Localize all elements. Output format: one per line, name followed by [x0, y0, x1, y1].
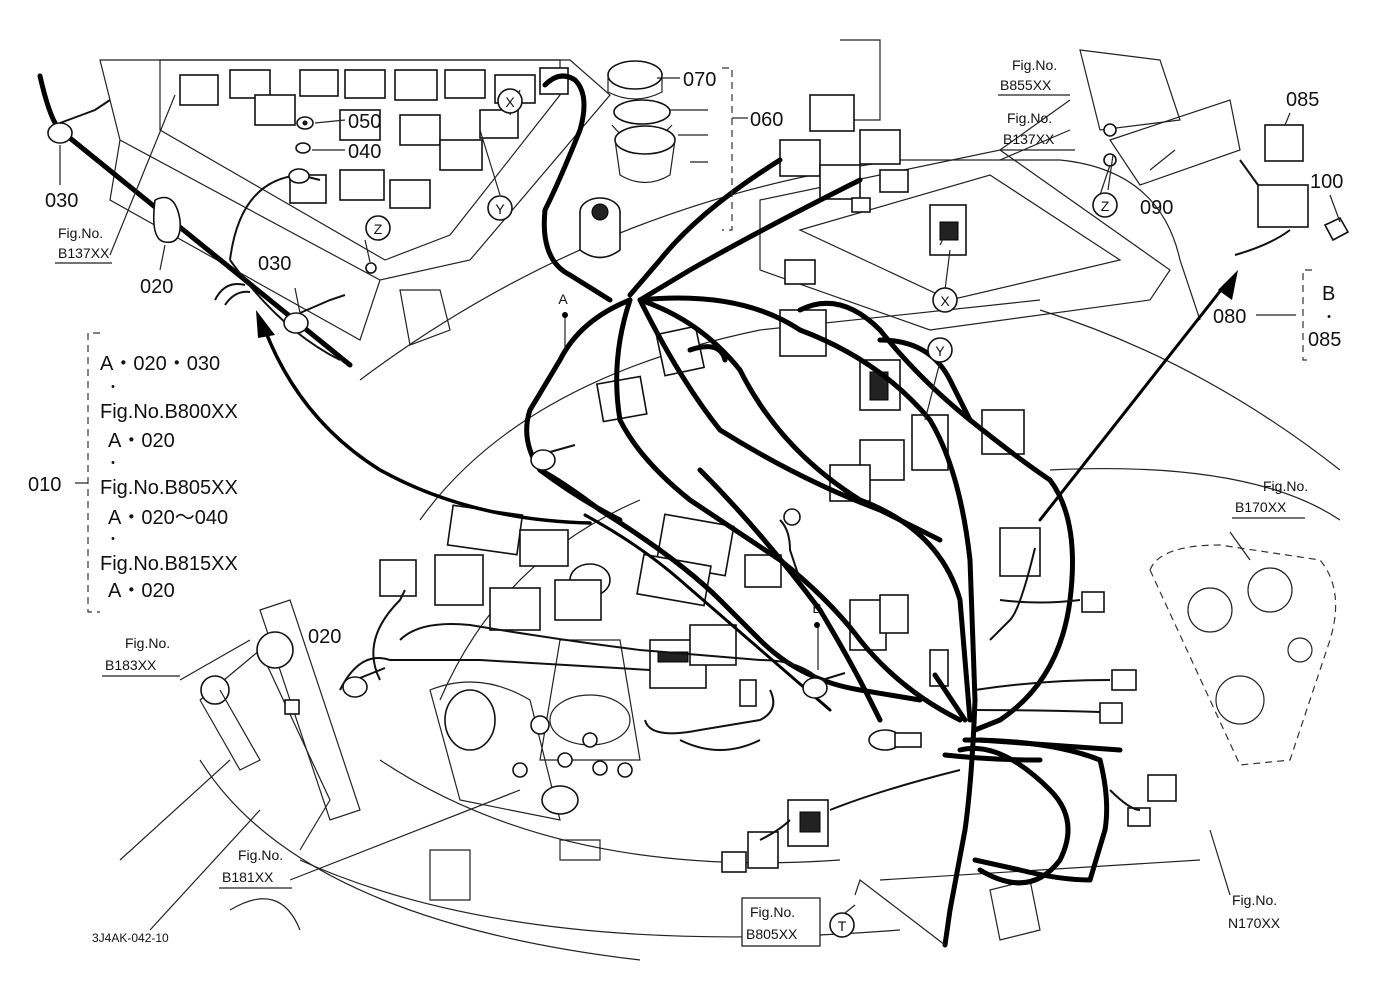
callout-050: 050	[348, 111, 381, 133]
svg-text:085: 085	[1308, 329, 1341, 351]
svg-text:・: ・	[106, 455, 120, 471]
marker-y-top: Y	[487, 195, 513, 221]
callout-060: 060	[750, 109, 783, 131]
fig-ref-b137-top: Fig.No. B137XX	[55, 225, 112, 264]
svg-text:Fig.No.: Fig.No.	[1007, 110, 1052, 126]
svg-text:B183XX: B183XX	[105, 657, 157, 673]
callout-010: 010	[28, 474, 61, 496]
svg-text:Fig.No.B805XX: Fig.No.B805XX	[100, 477, 238, 499]
svg-text:A・020・030: A・020・030	[100, 353, 220, 375]
svg-text:Fig.No.: Fig.No.	[1232, 892, 1277, 908]
svg-text:Fig.No.: Fig.No.	[58, 225, 103, 241]
callout-030-top: 030	[45, 190, 78, 212]
callout-020-top: 020	[140, 276, 173, 298]
svg-text:Fig.No.B815XX: Fig.No.B815XX	[100, 553, 238, 575]
svg-text:N170XX: N170XX	[1228, 915, 1281, 931]
svg-text:・: ・	[106, 379, 120, 395]
marker-x-right: X	[932, 287, 958, 313]
brace-060	[722, 67, 748, 231]
fig-ref-b181: Fig.No. B181XX	[219, 847, 292, 889]
svg-text:Fig.No.B800XX: Fig.No.B800XX	[100, 401, 238, 423]
brace-080	[1302, 269, 1312, 361]
svg-text:A・020: A・020	[108, 430, 175, 452]
fig-ref-b137-right: Fig.No. B137XX	[1000, 110, 1075, 151]
fig-ref-b183: Fig.No. B183XX	[102, 635, 180, 677]
marker-t: T	[829, 912, 855, 938]
svg-text:B: B	[812, 600, 821, 616]
callout-090: 090	[1140, 197, 1173, 219]
brace-010	[75, 332, 100, 613]
leader-lines	[59, 77, 1341, 946]
wiring-harness-medium	[229, 159, 1291, 841]
svg-text:Z: Z	[1101, 198, 1110, 214]
svg-text:・: ・	[106, 531, 120, 547]
legend-010: A・020・030 ・ Fig.No.B800XX A・020 ・ Fig.No…	[100, 353, 238, 602]
marker-x-top: X	[497, 88, 523, 114]
b170-dashed-panel	[1149, 544, 1337, 766]
svg-text:B137XX: B137XX	[1003, 131, 1055, 147]
svg-text:B170XX: B170XX	[1235, 499, 1287, 515]
marker-a: A	[558, 291, 568, 318]
callout-085: 085	[1286, 89, 1319, 111]
svg-text:Z: Z	[374, 221, 383, 237]
legend-080: B ・ 085	[1308, 283, 1341, 351]
svg-text:T: T	[838, 918, 847, 934]
svg-text:A: A	[558, 291, 568, 307]
svg-text:Y: Y	[935, 343, 945, 359]
svg-text:A・020: A・020	[108, 580, 175, 602]
svg-text:X: X	[505, 94, 515, 110]
leader-arrows	[256, 270, 1238, 712]
svg-text:Y: Y	[495, 201, 505, 217]
svg-text:A・020～040: A・020～040	[108, 507, 228, 529]
fig-ref-b805: Fig.No. B805XX	[741, 897, 821, 947]
marker-z-right: Z	[1092, 192, 1118, 218]
svg-text:B181XX: B181XX	[222, 869, 274, 885]
svg-text:Fig.No.: Fig.No.	[238, 847, 283, 863]
parts-060-070-group	[579, 60, 676, 259]
fig-ref-b855: Fig.No. B855XX	[998, 57, 1070, 96]
callout-100: 100	[1310, 171, 1343, 193]
marker-z-top: Z	[365, 215, 391, 241]
fig-ref-b170: Fig.No. B170XX	[1232, 478, 1308, 519]
callout-030-mid: 030	[258, 253, 291, 275]
svg-text:B: B	[1322, 283, 1335, 305]
harness-connectors	[379, 94, 1177, 873]
callout-070: 070	[683, 69, 716, 91]
callout-020-left: 020	[308, 626, 341, 648]
fig-ref-n170: Fig.No. N170XX	[1228, 892, 1281, 931]
svg-text:B805XX: B805XX	[746, 926, 798, 942]
svg-text:Fig.No.: Fig.No.	[125, 635, 170, 651]
svg-text:B137XX: B137XX	[58, 245, 110, 261]
svg-text:X: X	[940, 293, 950, 309]
callout-040: 040	[348, 141, 381, 163]
svg-text:・: ・	[1322, 309, 1336, 325]
relay-085-assembly	[1103, 123, 1350, 242]
cable-clamps	[47, 99, 846, 699]
svg-text:B855XX: B855XX	[1000, 77, 1052, 93]
washers-040-050	[288, 116, 377, 274]
callout-labels: 030 020 030 050 040 070 060 085 100 090 …	[28, 69, 1343, 648]
marker-b: B	[812, 600, 822, 628]
control-box-relays	[179, 67, 569, 209]
wiring-harness-thick	[37, 73, 1123, 948]
svg-text:Fig.No.: Fig.No.	[750, 904, 795, 920]
svg-text:Fig.No.: Fig.No.	[1263, 478, 1308, 494]
marker-y-right: Y	[927, 337, 953, 363]
callout-080: 080	[1213, 306, 1246, 328]
joystick-grip	[429, 563, 641, 821]
drawing-id: 3J4AK-042-10	[92, 931, 169, 945]
left-lever-assembly	[199, 631, 300, 771]
svg-text:Fig.No.: Fig.No.	[1012, 57, 1057, 73]
